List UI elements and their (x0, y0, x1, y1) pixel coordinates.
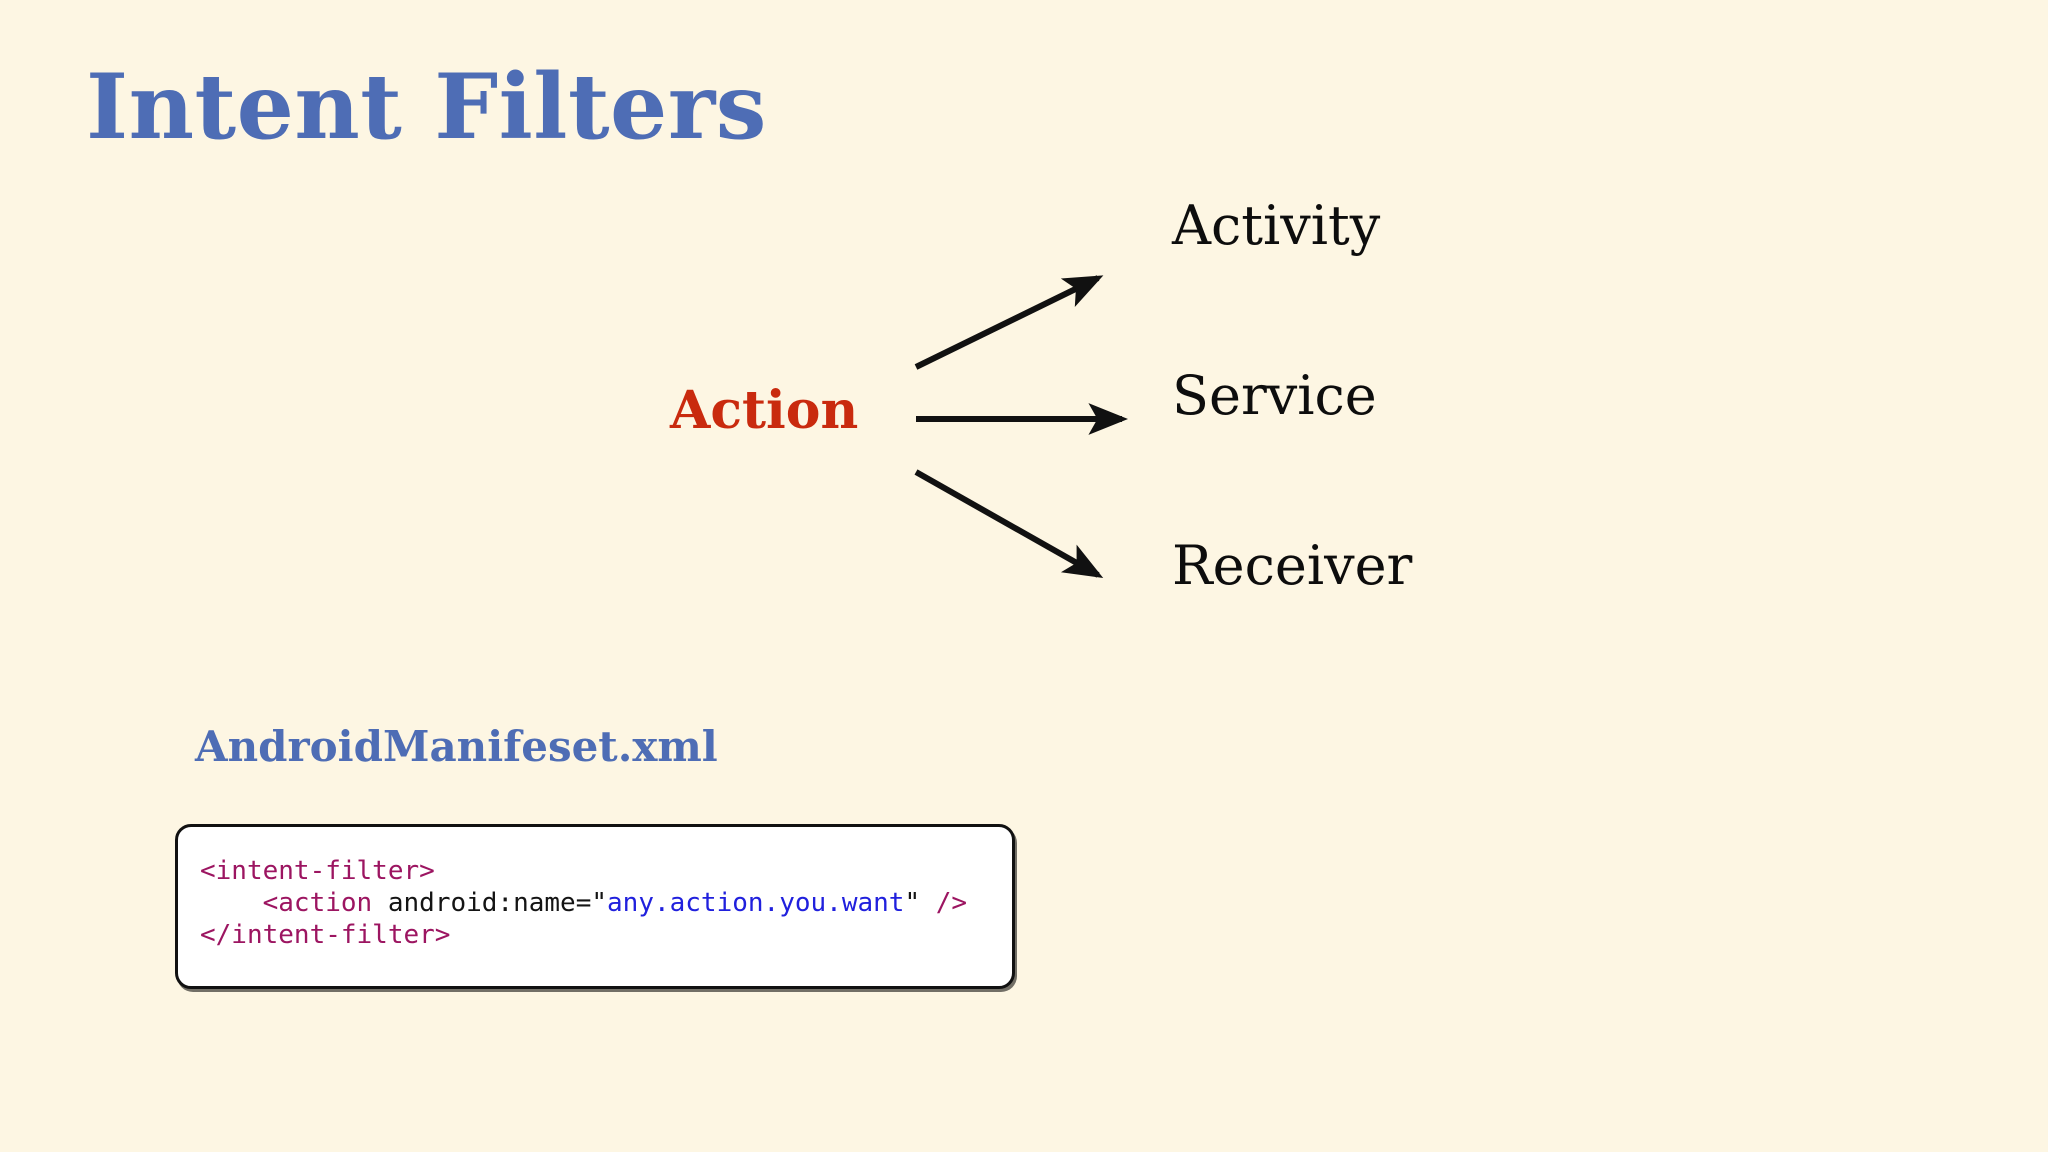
diagram-node-service: Service (1172, 364, 1377, 427)
code-token-plain (920, 888, 936, 918)
code-token-punct: /> (935, 888, 968, 918)
code-snippet-content: <intent-filter> <action android:name="an… (200, 855, 967, 951)
page-title: Intent Filters (86, 54, 767, 160)
code-snippet-box: <intent-filter> <action android:name="an… (175, 824, 1015, 989)
code-token-tag: <action (262, 888, 373, 918)
diagram-node-receiver: Receiver (1172, 534, 1413, 597)
code-token-string: any.action.you.want (607, 888, 905, 918)
diagram-node-action: Action (670, 380, 859, 441)
diagram-node-activity: Activity (1172, 194, 1381, 257)
code-token-quote: " (591, 888, 608, 918)
code-token-plain (200, 888, 263, 918)
arrow-action-to-receiver (914, 469, 1104, 578)
code-token-attr: android:name= (372, 888, 592, 918)
arrow-action-to-activity (914, 275, 1104, 370)
code-token-tag: <intent-filter> (200, 856, 435, 886)
code-line: <action android:name="any.action.you.wan… (200, 887, 967, 919)
code-caption-android-manifest: AndroidManifeset.xml (195, 722, 718, 771)
code-token-tag: </intent-filter> (200, 920, 451, 950)
code-line: </intent-filter> (200, 919, 967, 951)
code-token-quote: " (904, 888, 921, 918)
code-line: <intent-filter> (200, 855, 967, 887)
